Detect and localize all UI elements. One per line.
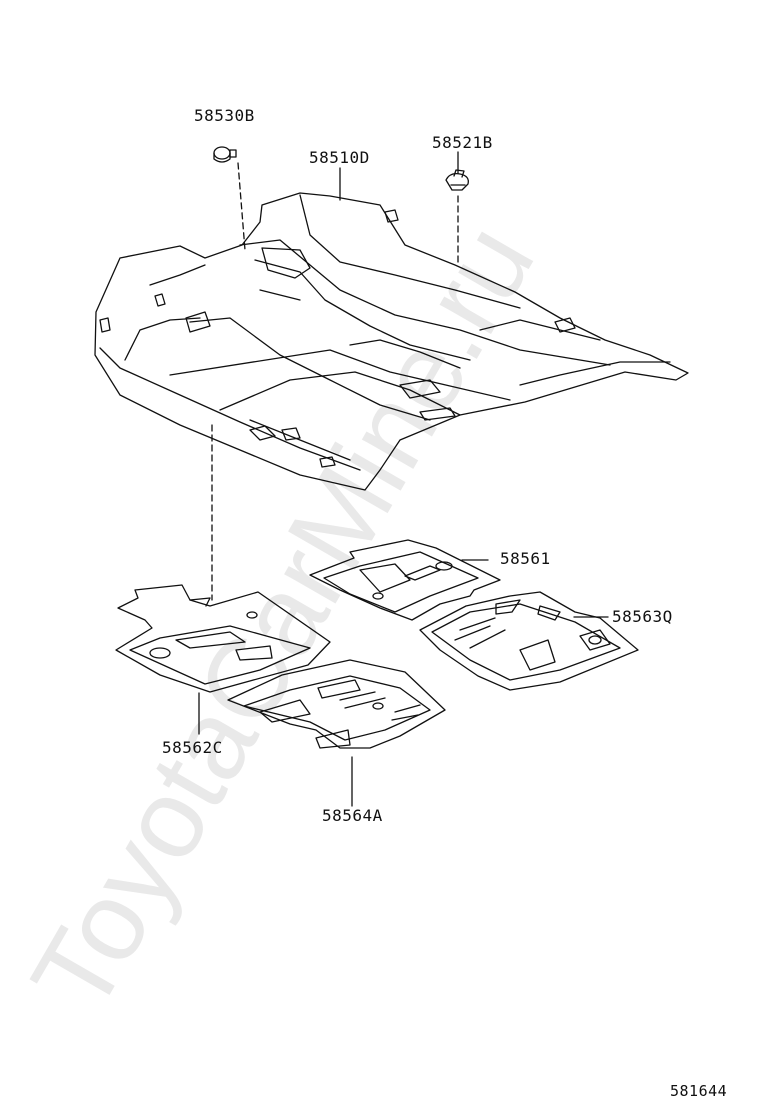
figure-number: 581644 (670, 1082, 728, 1100)
part-label-58563q: 58563Q (612, 607, 673, 626)
floor-carpet-58510d-part (94, 192, 689, 491)
leader-lines (198, 151, 609, 807)
part-label-58510d: 58510D (309, 148, 370, 167)
assembly-guide-lines (211, 162, 459, 601)
floor-mat-58562c-part (115, 584, 331, 693)
floor-mat-58564a-part (227, 659, 446, 749)
part-label-58521b: 58521B (432, 133, 493, 152)
floor-mat-58561-part (309, 539, 501, 621)
clip-58521b-part (445, 169, 469, 191)
part-label-58561: 58561 (500, 549, 551, 568)
clip-58530b-part (213, 146, 237, 163)
part-label-58564a: 58564A (322, 806, 383, 825)
floor-mat-58563q-part (419, 591, 639, 691)
part-label-58562c: 58562C (162, 738, 223, 757)
part-label-58530b: 58530B (194, 106, 255, 125)
